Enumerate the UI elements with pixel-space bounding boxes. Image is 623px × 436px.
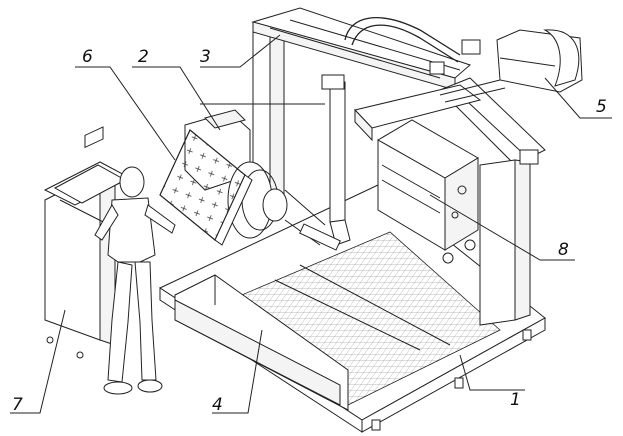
callout-2: 2: [138, 47, 149, 67]
callout-1: 1: [510, 390, 521, 410]
callout-8: 8: [558, 240, 569, 260]
leader-line-1: [459, 354, 525, 391]
leader-line-5: [544, 77, 612, 119]
leader-line-3: [200, 34, 281, 68]
wire-feeder-unit: [439, 29, 583, 103]
operator-figure: [94, 166, 176, 395]
leader-line-8: [429, 194, 575, 261]
callout-5: 5: [596, 97, 607, 117]
callout-3: 3: [200, 47, 211, 67]
leader-line-2: [132, 66, 221, 131]
leader-line-6: [75, 66, 176, 161]
callout-4: 4: [212, 395, 223, 415]
leader-line-4: [212, 329, 263, 414]
power-source-cabinet: [377, 119, 479, 264]
leader-line-7: [10, 309, 66, 414]
callout-7: 7: [12, 395, 23, 415]
trench-frame: [174, 274, 349, 411]
callout-6: 6: [82, 47, 93, 67]
faceplate: [159, 129, 253, 246]
